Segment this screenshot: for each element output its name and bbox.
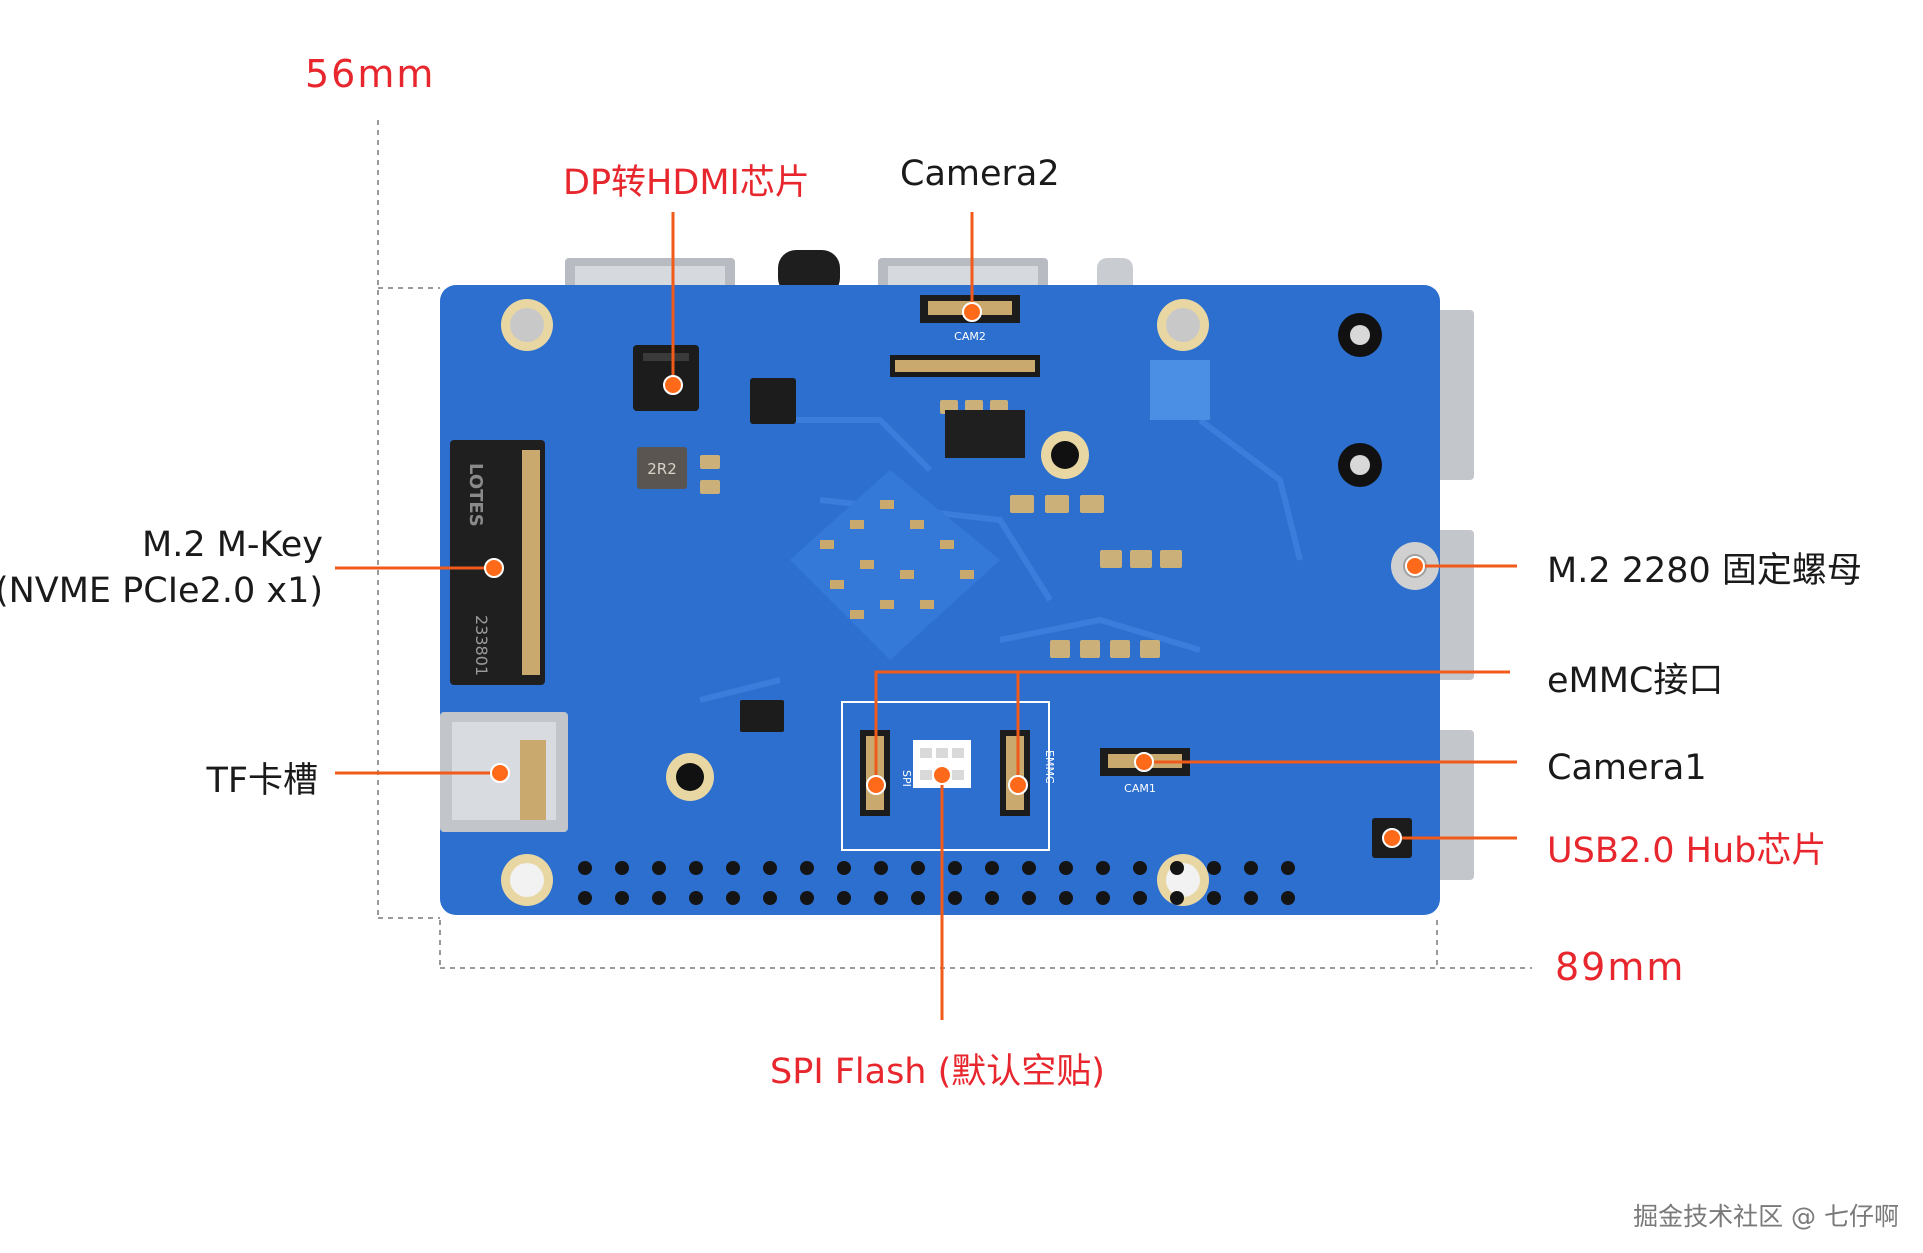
gpio-pin <box>763 861 777 875</box>
callout-tf-slot: TF卡槽 <box>206 761 318 801</box>
gpio-pin <box>615 891 629 905</box>
gpio-pin <box>578 861 592 875</box>
gpio-pin <box>1022 861 1036 875</box>
gpio-pin <box>1022 891 1036 905</box>
dimension-guides <box>377 120 1532 969</box>
gpio-pin <box>1207 861 1221 875</box>
gpio-pin <box>1133 891 1147 905</box>
callout-camera2: Camera2 <box>900 154 1060 194</box>
callout-camera1: Camera1 <box>1547 748 1707 788</box>
gpio-pin <box>985 891 999 905</box>
callout-m2-mkey-line2: (NVME PCIe2.0 x1) <box>0 571 323 611</box>
gpio-pin <box>578 891 592 905</box>
width-dimension-label: 89mm <box>1555 945 1686 989</box>
gpio-pin <box>1170 891 1184 905</box>
gpio-pin <box>837 891 851 905</box>
gpio-pin <box>985 861 999 875</box>
board-cam1-label: CAM1 <box>1124 782 1156 795</box>
component-cluster <box>700 400 1182 660</box>
board-m2-code: 233801 <box>472 615 491 676</box>
gpio-pin <box>874 891 888 905</box>
gpio-pin <box>800 861 814 875</box>
gpio-pin <box>689 891 703 905</box>
gpio-pin <box>1096 861 1110 875</box>
gpio-pin <box>652 891 666 905</box>
gpio-pin <box>837 861 851 875</box>
callout-m2-mkey: M.2 M-Key (NVME PCIe2.0 x1) <box>0 522 323 614</box>
gpio-pin <box>911 891 925 905</box>
gpio-pin <box>911 861 925 875</box>
callout-m2-nut: M.2 2280 固定螺母 <box>1547 551 1862 591</box>
callout-emmc: eMMC接口 <box>1547 661 1724 701</box>
gpio-pin <box>763 891 777 905</box>
gpio-pin <box>1059 861 1073 875</box>
gpio-pin <box>948 891 962 905</box>
board-cam2-label: CAM2 <box>954 330 986 343</box>
gpio-pin <box>800 891 814 905</box>
board-spi-label: SPI <box>900 770 913 787</box>
watermark: 掘金技术社区 @ 七仔啊 <box>1633 1202 1899 1231</box>
callout-usb-hub: USB2.0 Hub芯片 <box>1547 831 1827 871</box>
gpio-pin <box>1170 861 1184 875</box>
callout-lines <box>335 212 1517 1020</box>
gpio-pin <box>1244 861 1258 875</box>
gpio-pin <box>1281 891 1295 905</box>
gpio-pin <box>1244 891 1258 905</box>
fpc-pads <box>890 355 1210 458</box>
gpio-pin <box>1281 861 1295 875</box>
callout-spi-flash: SPI Flash (默认空贴) <box>770 1052 1105 1092</box>
height-dimension-label: 56mm <box>305 52 436 96</box>
board-chip-mark: 2R2 <box>647 460 677 478</box>
gpio-pin <box>948 861 962 875</box>
callout-dp-hdmi: DP转HDMI芯片 <box>563 163 810 203</box>
mounting-holes <box>501 299 1439 906</box>
board-m2-text: LOTES <box>465 463 486 527</box>
gpio-pin <box>615 861 629 875</box>
gpio-pin <box>726 861 740 875</box>
gpio-pin <box>1096 891 1110 905</box>
gpio-pin <box>652 861 666 875</box>
callout-markers <box>484 302 1425 848</box>
callout-m2-mkey-line1: M.2 M-Key <box>142 525 323 565</box>
gpio-pin <box>726 891 740 905</box>
gpio-pin <box>1207 891 1221 905</box>
gpio-pin <box>1059 891 1073 905</box>
gpio-pin <box>874 861 888 875</box>
gpio-header <box>578 861 1295 905</box>
gpio-pin <box>1133 861 1147 875</box>
gpio-pin <box>689 861 703 875</box>
board-emmc-label: EMMC <box>1043 750 1056 784</box>
